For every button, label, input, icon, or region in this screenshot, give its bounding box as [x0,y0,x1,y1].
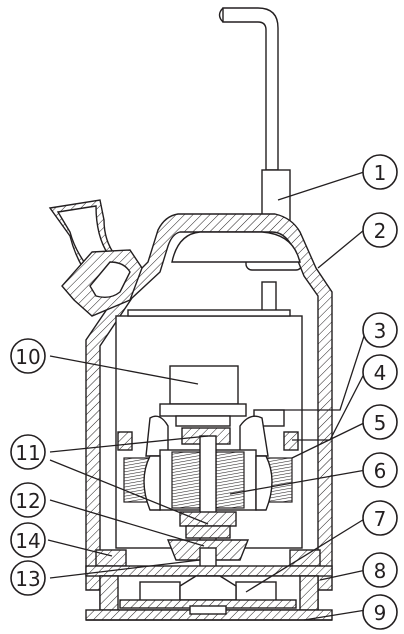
callout-12-label: 12 [15,489,40,513]
pump-housing [85,213,333,591]
callout-8-label: 8 [374,559,387,583]
callout-11: 11 [10,434,46,470]
callout-10: 10 [10,338,46,374]
callout-11-circle [10,434,46,470]
impeller-chamber [85,565,333,621]
callout-6: 6 [362,452,398,488]
callout-12: 12 [10,482,46,518]
callout-9-circle [362,594,398,630]
callout-10-circle [10,338,46,374]
callout-1-circle [362,154,398,190]
callout-5-circle [362,404,398,440]
callout-7-circle [362,500,398,536]
callout-2-label: 2 [374,219,387,243]
callout-14-label: 14 [15,529,40,553]
callout-9: 9 [362,594,398,630]
callout-5: 5 [362,404,398,440]
callout-3-circle [362,312,398,348]
callout-8-circle [362,552,398,588]
callout-1: 1 [362,154,398,190]
callout-2-circle [362,212,398,248]
callout-11-label: 11 [15,441,40,465]
callout-8: 8 [362,552,398,588]
callout-14: 14 [10,522,46,558]
callout-4-label: 4 [374,361,387,385]
callout-9-label: 9 [374,601,387,625]
callout-12-circle [10,482,46,518]
callout-7-label: 7 [374,507,387,531]
callout-10-label: 10 [15,345,40,369]
callout-14-circle [10,522,46,558]
callout-6-circle [362,452,398,488]
leader-lines [47,171,367,621]
callout-13: 13 [10,560,46,596]
callout-1-label: 1 [374,161,387,185]
callout-3-label: 3 [374,319,387,343]
float-switch-rod [218,7,303,329]
callout-3: 3 [362,312,398,348]
callout-4-circle [362,354,398,390]
callout-6-label: 6 [374,459,387,483]
discharge-outlet [48,199,143,317]
capacitor [159,365,247,427]
callout-4: 4 [362,354,398,390]
callout-13-circle [10,560,46,596]
callout-2: 2 [362,212,398,248]
callout-5-label: 5 [374,411,387,435]
callout-7: 7 [362,500,398,536]
callout-13-label: 13 [15,567,40,591]
